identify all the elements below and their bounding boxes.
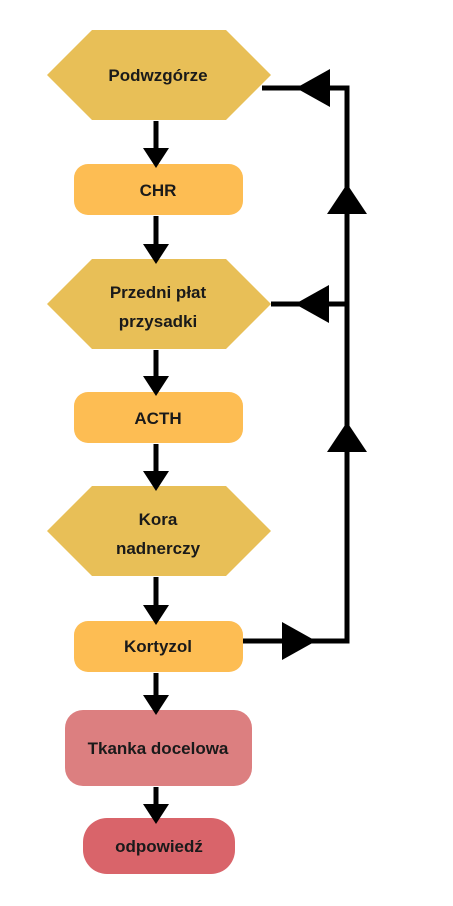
pituitary-label-line2: przysadki — [119, 312, 197, 331]
pituitary-hexagon — [47, 259, 271, 349]
feedback-arrowhead-up-lower — [327, 422, 367, 452]
arrowhead-7 — [143, 804, 169, 824]
adrenal-cortex-hexagon — [47, 486, 271, 576]
adrenal-cortex-label-line2: nadnerczy — [116, 539, 201, 558]
arrowhead-3 — [143, 376, 169, 396]
arrowhead-1 — [143, 148, 169, 168]
response-label: odpowiedź — [115, 837, 203, 856]
chr-label: CHR — [140, 181, 177, 200]
feedback-arrowhead-cortisol-right — [282, 622, 316, 660]
pituitary-label-line1: Przedni płat — [110, 283, 207, 302]
cortisol-box — [74, 621, 243, 672]
feedback-arrowhead-to-pituitary — [295, 285, 329, 323]
arrowhead-6 — [143, 695, 169, 715]
feedback-arrowhead-to-hypothalamus — [296, 69, 330, 107]
response-box — [83, 818, 235, 874]
cortisol-label: Kortyzol — [124, 637, 192, 656]
acth-box — [74, 392, 243, 443]
arrowhead-4 — [143, 471, 169, 491]
target-tissue-label: Tkanka docelowa — [88, 739, 229, 758]
adrenal-cortex-label-line1: Kora — [139, 510, 178, 529]
acth-label: ACTH — [134, 409, 181, 428]
hypothalamus-hexagon — [47, 30, 271, 120]
chr-box — [74, 164, 243, 215]
arrowhead-2 — [143, 244, 169, 264]
target-tissue-box — [65, 710, 252, 786]
hypothalamus-label: Podwzgórze — [108, 66, 207, 85]
feedback-loop-line — [243, 85, 350, 644]
arrowhead-5 — [143, 605, 169, 625]
feedback-arrowhead-up-upper — [327, 184, 367, 214]
